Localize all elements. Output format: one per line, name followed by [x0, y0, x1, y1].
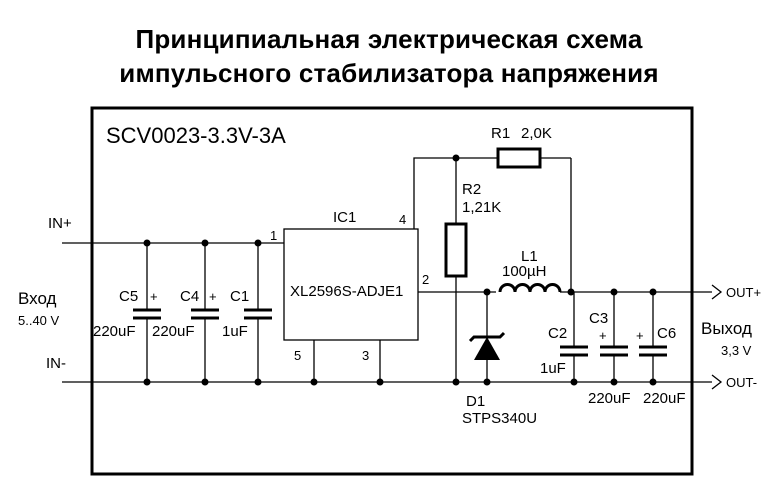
board-outline	[90, 106, 694, 476]
r2-ref: R2	[462, 181, 481, 198]
c4-polarity: +	[209, 289, 217, 304]
d1-value: STPS340U	[462, 410, 537, 427]
out-minus-label: OUT-	[726, 375, 757, 390]
r1-ref: R1	[491, 125, 510, 142]
diode-d1	[468, 292, 506, 382]
capacitor-c1	[244, 243, 272, 382]
output-caption: Выход	[701, 319, 752, 338]
capacitor-c2	[560, 292, 588, 382]
junction-dots	[143, 154, 657, 386]
title-line-1: Принципиальная электрическая схема	[135, 24, 643, 54]
title-line-2: импульсного стабилизатора напряжения	[119, 58, 659, 88]
ic1-pin-3: 3	[362, 348, 369, 363]
c2-ref: C2	[548, 325, 567, 342]
r1-value: 2,0K	[521, 125, 552, 142]
c3-value: 220uF	[588, 390, 631, 407]
capacitor-c5	[133, 243, 161, 382]
c5-ref: C5	[119, 288, 138, 305]
out-plus-arrow	[711, 284, 723, 300]
ic1-pin-2: 2	[422, 272, 429, 287]
c1-value: 1uF	[222, 323, 248, 340]
ic1-body	[283, 228, 419, 341]
capacitor-c6	[639, 292, 667, 382]
l1-ref: L1	[521, 248, 538, 265]
out-plus-label: OUT+	[726, 285, 761, 300]
out-minus-arrow	[711, 374, 723, 390]
ic1-part: XL2596S-ADJE1	[290, 283, 403, 300]
input-range: 5..40 V	[18, 313, 60, 328]
ic1-pin-4: 4	[399, 212, 406, 227]
input-caption: Вход	[18, 289, 57, 308]
in-minus-label: IN-	[46, 355, 66, 372]
ic1-ref: IC1	[333, 209, 356, 226]
c6-value: 220uF	[643, 390, 686, 407]
resistor-r2	[444, 222, 468, 278]
c4-value: 220uF	[152, 323, 195, 340]
c6-polarity: +	[636, 328, 644, 343]
capacitor-c3	[600, 292, 628, 382]
capacitor-c4	[191, 243, 219, 382]
c3-polarity: +	[599, 328, 607, 343]
ic1-pin-1: 1	[270, 228, 277, 243]
board-name: SCV0023-3.3V-3A	[106, 123, 286, 148]
c6-ref: C6	[657, 325, 676, 342]
resistor-r1	[496, 147, 542, 169]
c2-value: 1uF	[540, 360, 566, 377]
c5-polarity: +	[150, 289, 158, 304]
inductor-l1	[498, 283, 562, 293]
r2-value: 1,21K	[462, 199, 501, 216]
in-plus-label: IN+	[48, 215, 72, 232]
c3-ref: C3	[589, 310, 608, 327]
c1-ref: C1	[230, 288, 249, 305]
c4-ref: C4	[180, 288, 199, 305]
l1-value: 100µH	[502, 263, 547, 280]
output-voltage: 3,3 V	[721, 343, 752, 358]
feedback-wire	[413, 157, 498, 229]
ic1-pin-5: 5	[294, 348, 301, 363]
d1-ref: D1	[466, 393, 485, 410]
c5-value: 220uF	[93, 323, 136, 340]
